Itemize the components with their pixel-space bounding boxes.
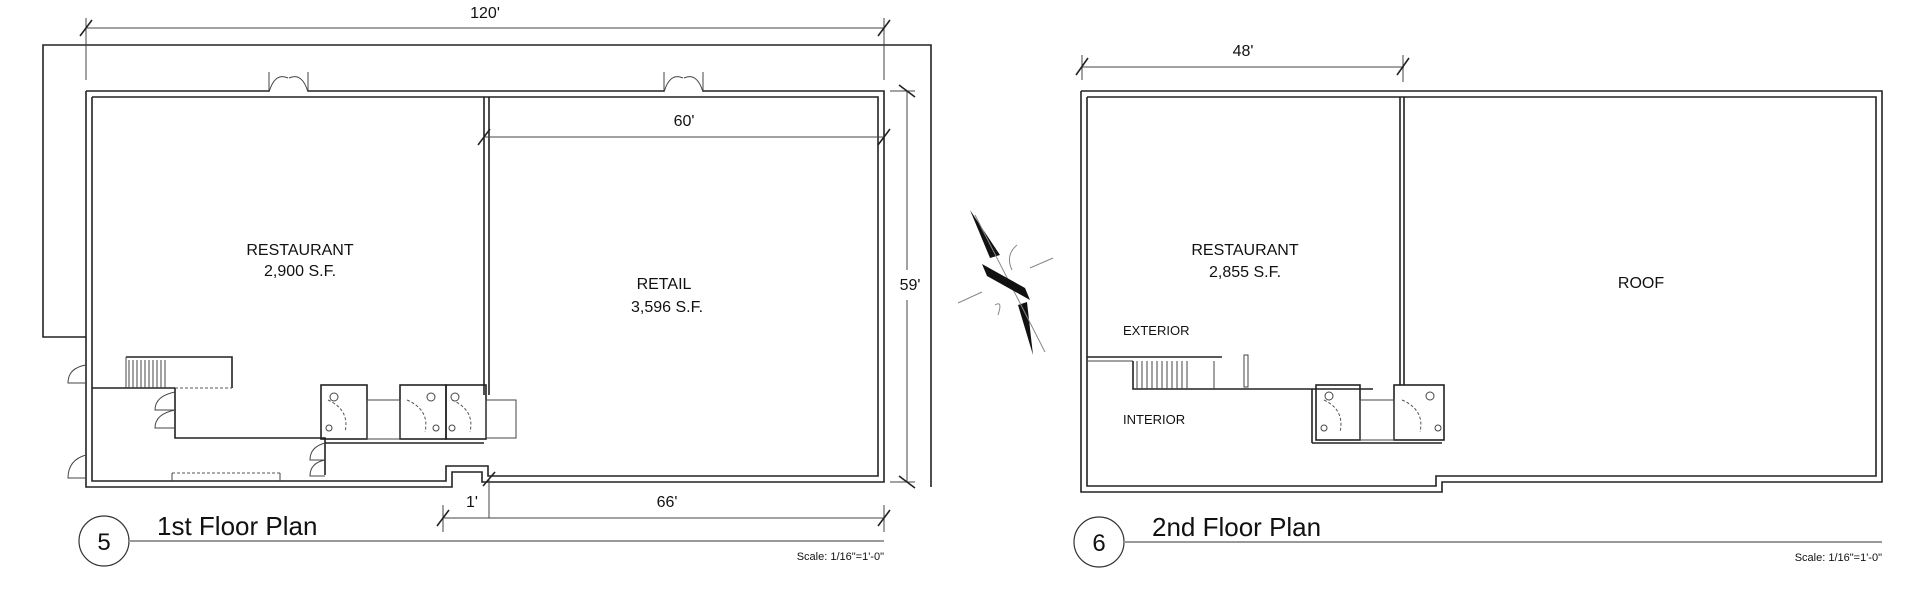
restrooms [320,384,517,440]
dimension-label: 66' [657,494,678,511]
plan-title: 1st Floor Plan [157,511,317,541]
north-arrow-icon [957,210,1054,355]
dimension-overall-width: 120' [79,5,891,80]
door-top-restaurant [268,72,309,93]
dimension-label: 120' [470,5,500,22]
room-name: RESTAURANT [1191,242,1298,259]
canopy-outline [42,44,932,487]
plan-scale: Scale: 1/16"=1'-0" [797,551,884,563]
dimension-label: 59' [900,277,921,294]
dimension-restaurant-width: 48' [1075,43,1410,82]
stairs [1087,354,1373,390]
dimension-label: 1' [466,494,478,511]
door-top-retail [663,72,704,93]
room-area: 2,855 S.F. [1209,264,1281,281]
plan-scale: Scale: 1/16"=1'-0" [1795,552,1882,564]
room-area: 3,596 S.F. [631,299,703,316]
door-vestibule [154,391,176,429]
vestibule-wall [174,388,326,475]
dimension-retail-width: 60' [477,113,891,146]
first-floor-plan: 120' 60' 59' 1' 66' [42,5,932,567]
dimension-depth: 59' [890,84,921,489]
room-area: 2,900 S.F. [264,263,336,280]
exterior-label: EXTERIOR [1123,323,1189,338]
dimension-label: 48' [1233,43,1254,60]
room-name: RESTAURANT [246,242,353,259]
plan-number: 5 [97,529,110,556]
dimension-bottom: 1' 66' [436,471,891,532]
room-name: RETAIL [637,276,692,293]
restrooms [1311,384,1445,444]
dimension-label: 60' [674,113,695,130]
door-side [67,364,87,384]
plan-title-block: 5 1st Floor Plan Scale: 1/16"=1'-0" [78,511,884,567]
door-vestibule [309,442,326,477]
exterior-wall [85,90,885,488]
room-name: ROOF [1618,275,1664,292]
interior-label: INTERIOR [1123,412,1185,427]
plan-title: 2nd Floor Plan [1152,512,1321,542]
door-side [67,454,87,479]
plan-number: 6 [1092,530,1105,557]
plan-title-block: 6 2nd Floor Plan Scale: 1/16"=1'-0" [1073,512,1882,568]
exterior-wall [1080,90,1883,493]
stairs [92,356,233,389]
second-floor-plan: 48' RESTAURANT 2,855 S.F. ROOF [1073,43,1883,568]
